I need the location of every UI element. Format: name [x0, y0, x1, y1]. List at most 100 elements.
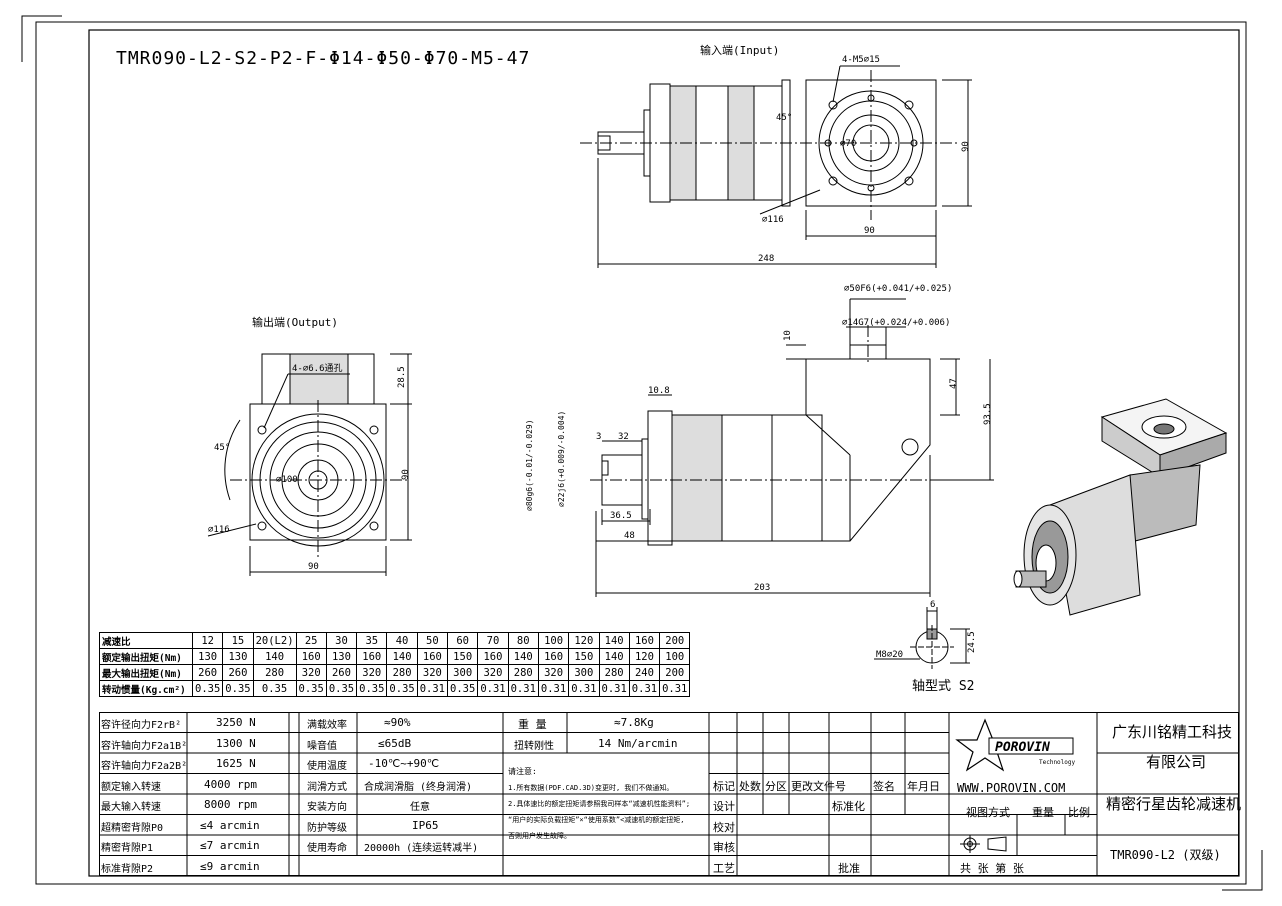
spec-mid-value: -10℃~+90℃: [368, 757, 440, 770]
ratio-cell: 300: [447, 664, 479, 681]
ratio-cell: 150: [447, 648, 479, 665]
dim-side-d203: 203: [754, 583, 770, 593]
spec-grid: [99, 712, 1239, 876]
dim-input-angle: 45°: [776, 113, 792, 123]
spec-mid-key: 润滑方式: [307, 782, 347, 793]
ratio-cell: 130: [325, 648, 358, 665]
ratio-cell: 260: [325, 664, 358, 681]
ratio-cell: 140: [598, 632, 630, 649]
ratio-cell: 70: [477, 632, 509, 649]
ratio-cell: 35: [356, 632, 388, 649]
ratio-cell: 0.31: [659, 680, 691, 697]
ratio-cell: 260: [222, 664, 254, 681]
tb-approve: 批准: [838, 862, 860, 875]
dim-side-d10: 10: [783, 330, 793, 341]
projection-symbol-icon: [960, 835, 1007, 853]
spec-mid-key: 使用寿命: [307, 843, 347, 854]
dim-output-phi116: ⌀116: [208, 525, 230, 535]
dim-side-d47: 47: [949, 378, 959, 389]
spec-mid-value: ≤65dB: [378, 737, 412, 750]
note-line: 2.具体速比的额定扭矩请参照我司样本“减速机性能资料”;: [508, 800, 691, 808]
ratio-cell: 280: [598, 664, 630, 681]
dim-output-holes: 4-⌀6.6通孔: [292, 363, 343, 374]
note-line: 请注意:: [508, 767, 537, 776]
dim-output-phi100: ⌀100: [276, 475, 298, 485]
input-end-view: 输入端(Input) 4-M5⌀15 45° ⌀70 ⌀116 90 90 24…: [580, 43, 972, 268]
ratio-cell: 300: [568, 664, 600, 681]
tb-col: 处数: [739, 780, 761, 793]
model-name: TMR090-L2 (双级): [1110, 848, 1221, 862]
spec-mid-value: IP65: [412, 819, 439, 832]
ratio-cell: 160: [356, 648, 388, 665]
ratio-cell: 100: [659, 648, 691, 665]
ratio-cell: 0.35: [295, 680, 327, 697]
ratio-cell: 40: [386, 632, 418, 649]
ratio-cell: 320: [477, 664, 509, 681]
drawing-title: TMR090-L2-S2-P2-F-Φ14-Φ50-Φ70-M5-47: [116, 48, 531, 69]
ratio-cell: 25: [295, 632, 327, 649]
spec-left-value: ≤9 arcmin: [200, 860, 260, 873]
ratio-cell: 260: [191, 664, 224, 681]
dim-side-d935: 93.5: [983, 403, 993, 425]
dim-output-w90: 90: [308, 562, 319, 572]
output-label: 输出端(Output): [252, 315, 338, 329]
ratio-cell: 160: [416, 648, 449, 665]
ratio-cell: 60: [447, 632, 479, 649]
ratio-cell: 50: [416, 632, 449, 649]
dim-side-phi50: ⌀50F6(+0.041/+0.025): [844, 284, 952, 294]
shaft-section: 6 24.5 M8⌀20: [874, 600, 977, 669]
product-name: 精密行星齿轮减速机: [1106, 795, 1242, 813]
ratio-cell: 140: [252, 648, 297, 665]
spec-mid-key: 防护等级: [307, 823, 347, 834]
spec-mid-value: 合成润滑脂 (终身润滑): [364, 782, 473, 793]
dim-input-holes: 4-M5⌀15: [842, 55, 880, 65]
ratio-cell: 120: [628, 648, 661, 665]
dim-side-phi22: ⌀22j6(+0.009/-0.004): [557, 411, 566, 507]
spec-mid-key: 满载效率: [307, 720, 347, 731]
ratio-cell: 15: [222, 632, 254, 649]
weight-key: 重 量: [518, 718, 547, 731]
spec-left-key: 标准背隙P2: [101, 864, 154, 875]
dim-input-phi116: ⌀116: [762, 215, 784, 225]
dim-side-d3: 3: [596, 432, 601, 442]
porovin-logo: POROVIN Technology: [955, 718, 1076, 772]
dim-input-w90: 90: [864, 226, 875, 236]
ratio-cell: 130: [222, 648, 254, 665]
ratio-cell: 160: [477, 648, 509, 665]
note-line: 否则用户发生故障。: [508, 832, 571, 840]
weight-label: 重量: [1032, 806, 1054, 819]
tb-row: 审核: [713, 841, 735, 854]
ratio-cell: 0.31: [416, 680, 449, 697]
ratio-header: 额定输出扭矩(Nm): [99, 648, 193, 665]
ratio-cell: 0.31: [568, 680, 600, 697]
ratio-cell: 0.31: [628, 680, 661, 697]
spec-left-value: 3250 N: [216, 716, 256, 729]
ratio-cell: 0.35: [252, 680, 297, 697]
dim-side-d108: 10.8: [648, 386, 670, 396]
spec-mid-value: ≈90%: [384, 716, 411, 729]
spec-mid-value: 任意: [410, 802, 430, 813]
ratio-cell: 150: [568, 648, 600, 665]
ratio-cell: 200: [659, 632, 691, 649]
spec-left-key: 容许径向力F2rB²: [101, 720, 182, 731]
tb-std: 标准化: [832, 800, 865, 813]
tb-row: 设计: [713, 800, 735, 813]
spec-left-value: 1300 N: [216, 737, 256, 750]
tb-col: 分区: [765, 780, 787, 793]
ratio-cell: 20(L2): [252, 632, 297, 649]
ratio-cell: 80: [507, 632, 539, 649]
website: WWW.POROVIN.COM: [957, 781, 1066, 795]
spec-mid-value: 20000h (连续运转减半): [364, 843, 479, 854]
tb-row: 校对: [713, 821, 735, 834]
ratio-cell: 320: [537, 664, 570, 681]
dim-shaft-m8: M8⌀20: [876, 650, 903, 660]
spec-left-key: 容许轴向力F2a1B²: [101, 741, 188, 752]
input-label: 输入端(Input): [700, 43, 779, 57]
logo-text: POROVIN: [995, 740, 1050, 755]
spec-left-key: 额定输入转速: [101, 782, 161, 793]
ratio-cell: 12: [191, 632, 224, 649]
dim-input-h90: 90: [961, 141, 971, 152]
